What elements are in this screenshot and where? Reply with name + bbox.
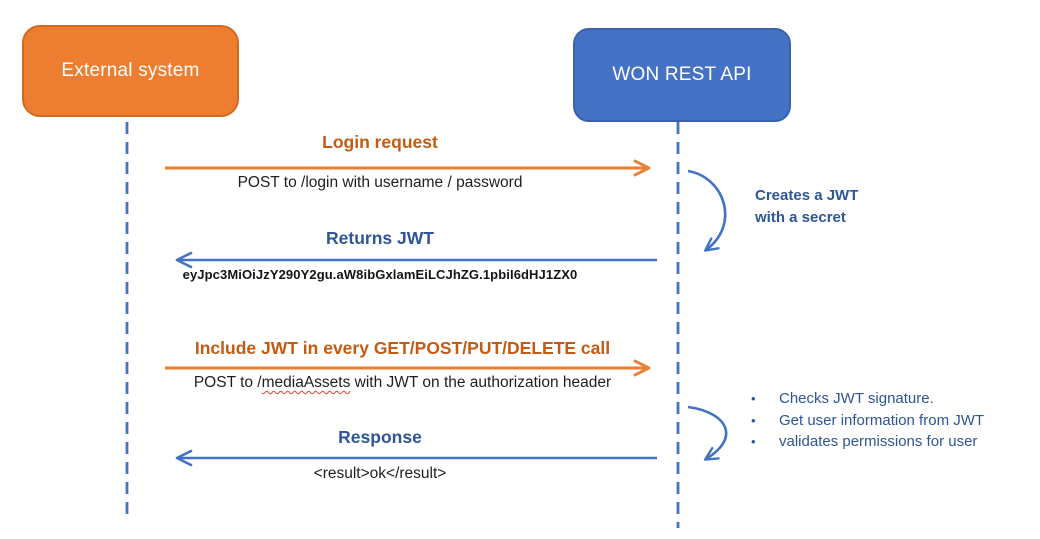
actor-external-system-label: External system	[61, 60, 200, 81]
note-jwt-validation: • Checks JWT signature. • Get user infor…	[751, 388, 984, 453]
bullet-icon: •	[751, 434, 756, 449]
actor-won-rest-api: WON REST API	[573, 28, 791, 122]
message-title-include-jwt: Include JWT in every GET/POST/PUT/DELETE…	[194, 338, 611, 358]
list-item: • Checks JWT signature.	[751, 388, 984, 410]
message-subtitle-jwt-token: eyJpc3MiOiJzY290Y2gu.aW8ibGxlamEiLCJhZG.…	[182, 267, 578, 282]
bullet-icon: •	[751, 412, 756, 428]
message-title-returns-jwt: Returns JWT	[326, 228, 434, 248]
message-subtitle-response: <result>ok</result>	[313, 465, 447, 482]
bullet-icon: •	[751, 391, 756, 406]
actor-external-system: External system	[22, 25, 239, 117]
self-loop-validate-jwt	[687, 405, 728, 461]
note-bullet-text-2: Get user information from JWT	[779, 411, 985, 429]
note-bullet-text-3: validates permissions for user	[779, 433, 978, 450]
note-creates-jwt-line1: Creates a JWT	[755, 187, 859, 204]
subtitle-suffix: with JWT on the authorization header	[350, 374, 612, 391]
self-loop-create-jwt	[687, 169, 727, 252]
subtitle-misspelled-word: mediaAssets	[261, 374, 351, 391]
message-title-login-request: Login request	[322, 132, 438, 152]
message-subtitle-login-request: POST to /login with username / password	[237, 174, 523, 191]
message-title-response: Response	[338, 427, 422, 447]
note-creates-jwt: Creates a JWT with a secret	[755, 185, 858, 229]
subtitle-prefix: POST to /	[193, 374, 262, 391]
note-bullet-text-1: Checks JWT signature.	[779, 390, 934, 407]
message-subtitle-include-jwt: POST to /mediaAssets with JWT on the aut…	[160, 374, 645, 392]
note-creates-jwt-line2: with a secret	[755, 209, 846, 226]
list-item: • Get user information from JWT	[751, 410, 984, 432]
actor-won-rest-api-label: WON REST API	[612, 64, 752, 85]
list-item: • validates permissions for user	[751, 431, 984, 453]
